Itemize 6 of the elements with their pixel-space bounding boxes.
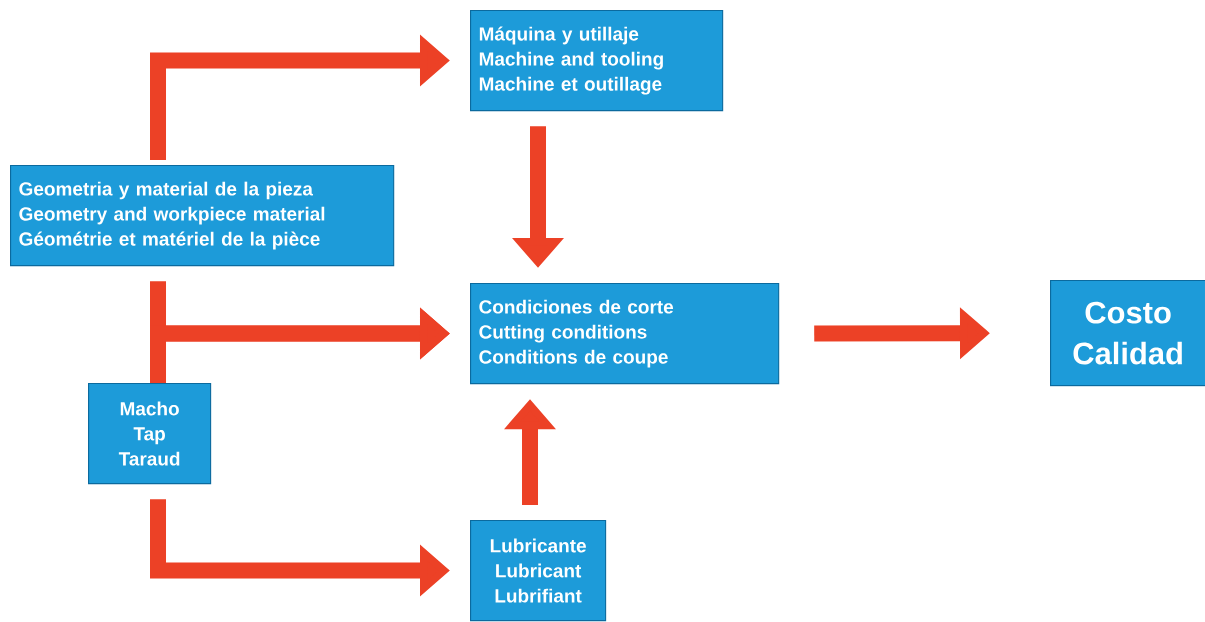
- process-box: Geometria y material de la pieza Geometry and workpiece material Géométrie et matériel de la pièce: [10, 165, 395, 267]
- process-box: Condiciones de corte Cutting conditions Conditions de coupe: [470, 283, 780, 385]
- process-box: Macho Tap Taraud: [88, 383, 212, 485]
- process-box: Máquina y utillaje Machine and tooling Machine et outillage: [470, 10, 724, 112]
- process-box: Costo Calidad: [1050, 280, 1205, 387]
- process-box: Lubricante Lubricant Lubrifiant: [470, 520, 607, 622]
